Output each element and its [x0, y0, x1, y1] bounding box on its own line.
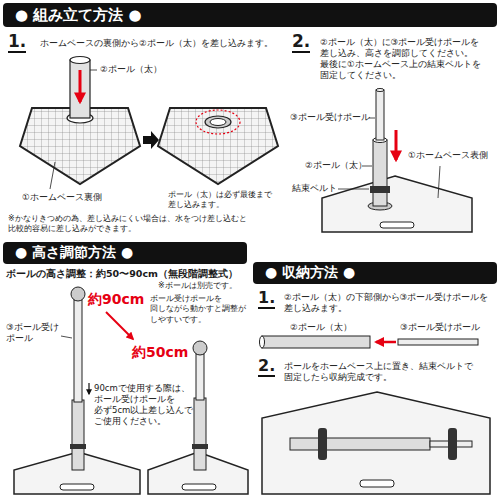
- section-header: ● 高さ調節方法 ●: [3, 242, 247, 264]
- caution-text: 90cmで使用する際は、 ボール受けポールを 必ず5cm以上差し込んで ご使用く…: [94, 383, 197, 427]
- home-base-back-inserted: [205, 116, 231, 128]
- poles-joined: [262, 336, 370, 348]
- height-arrow: [106, 312, 133, 339]
- batting-tee-high: [60, 484, 94, 490]
- batting-tee-high: [71, 287, 85, 301]
- step-number: 2.: [292, 32, 310, 53]
- poles-joined: [260, 336, 265, 348]
- batting-tee-low: [182, 484, 216, 490]
- batting-tee-high: [74, 300, 82, 402]
- home-base-front: [370, 186, 390, 193]
- section-header: ● 組み立て方法 ●: [3, 3, 497, 27]
- batting-tee-low: [193, 341, 207, 355]
- step-number: 2.: [258, 357, 275, 377]
- dimension-label: 約90cm: [88, 290, 144, 308]
- home-base-front: [376, 89, 384, 92]
- part-label: ③ポール受けポール: [400, 322, 480, 333]
- batting-tee-high: [70, 444, 86, 449]
- home-base-front: [373, 140, 387, 206]
- note-text: ポール（太）は必ず最後まで 差し込みます。: [168, 190, 275, 211]
- part-label: 結束ベルト: [292, 183, 337, 194]
- section-title: ● 収納方法 ●: [265, 264, 355, 282]
- home-base-back-inserted: [196, 110, 240, 134]
- step-arrow: [143, 131, 159, 149]
- home-base-front: [322, 176, 472, 232]
- height-range: ボールの高さ調整：約50〜90cm（無段階調整式）: [6, 268, 238, 280]
- part-label: ②ポール（太）: [290, 322, 352, 333]
- home-base-back: [20, 108, 140, 184]
- pole-thick: [79, 70, 82, 102]
- leader-line: [50, 162, 55, 189]
- instruction-text: ポールをホームベース上に置き、結束ベルトで 固定したら収納完成です。: [284, 361, 476, 383]
- tip-text: ボール受けポールを 回しながら動かすと調整が しやすいです。: [150, 294, 249, 325]
- batting-tee-low: [196, 354, 204, 400]
- leader-line: [369, 118, 375, 119]
- section-title: ● 高さ調節方法 ●: [15, 244, 133, 262]
- instruction-text: ②ポール（太）の下部側から③ポール受けポールを 差し込みます。: [284, 292, 492, 314]
- batting-tee-low: [194, 398, 206, 470]
- batting-tee-high: [72, 400, 84, 470]
- storage-plate: [448, 428, 457, 460]
- home-base-back: [20, 108, 140, 184]
- height-arrow: [61, 336, 72, 338]
- leader-line: [90, 70, 97, 71]
- home-base-front: [380, 222, 414, 228]
- pole-thick: [70, 57, 90, 119]
- dimension-label: 約50cm: [132, 343, 188, 361]
- leader-line: [50, 70, 97, 189]
- part-label: ①ホームベース表側: [408, 150, 488, 161]
- home-base-back: [20, 108, 140, 184]
- leader-line: [338, 189, 369, 190]
- part-label: ①ホームベース裏側: [22, 192, 102, 203]
- height-arrow: [61, 312, 133, 394]
- part-label: ②ポール（太）: [100, 64, 162, 75]
- storage-plate: [262, 392, 490, 494]
- part-label: ②ポール（太）: [305, 160, 367, 171]
- home-base-back-inserted: [210, 119, 226, 126]
- instruction-text: ホームベースの裏側から②ポール（太）を差し込みます。: [40, 38, 273, 49]
- home-base-back-inserted: [158, 108, 278, 184]
- leader-line: [438, 166, 440, 198]
- pole-thick: [70, 57, 90, 64]
- note-text: ※ボールは別売です。: [158, 281, 237, 291]
- poles-joined: [260, 336, 479, 348]
- height-arrow: [88, 383, 89, 394]
- part-label: ③ボール受け ポール: [6, 322, 62, 344]
- storage-plate: [290, 438, 430, 450]
- storage-plate: [318, 428, 327, 460]
- home-base-front: [376, 90, 384, 140]
- step-number: 1.: [258, 289, 275, 309]
- poles-joined: [376, 341, 396, 344]
- section-title: ● 組み立て方法 ●: [15, 6, 142, 25]
- instruction-text: ②ポール（太）に③ポール受けポールを 差し込み、高さを調節してください。 最後に…: [320, 37, 484, 81]
- batting-tee-low: [192, 444, 208, 449]
- home-base-front: [395, 130, 398, 160]
- step-number: 1.: [8, 32, 26, 53]
- storage-plate: [262, 392, 490, 494]
- section-header: ● 収納方法 ●: [253, 262, 497, 284]
- home-base-back-inserted: [158, 108, 278, 184]
- note-text: ※かなりきつめの為、差し込みにくい場合は、水をつけ差し込むと 比較的容易に差し込…: [8, 214, 250, 235]
- step-arrow: [143, 131, 159, 149]
- poles-joined: [398, 339, 478, 345]
- part-label: ③ポール受けポール: [290, 112, 370, 123]
- storage-plate: [360, 480, 394, 487]
- pole-thick: [70, 60, 90, 118]
- home-base-back-inserted: [158, 108, 278, 184]
